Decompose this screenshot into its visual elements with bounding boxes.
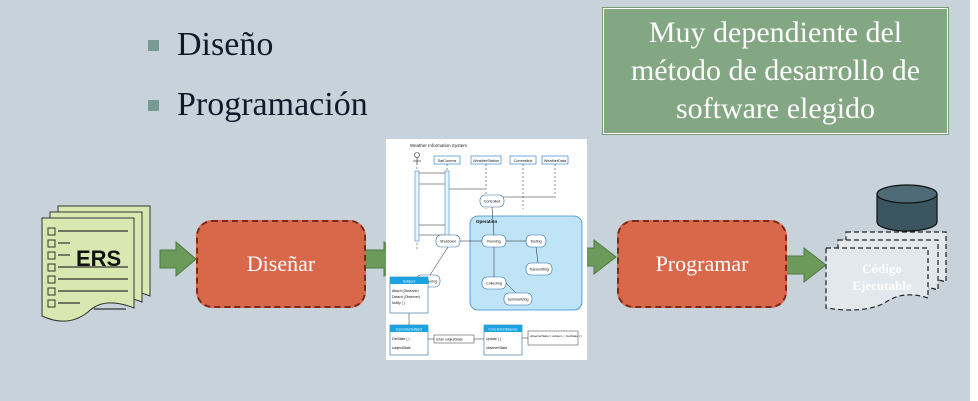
class-operation: Update ( ) [486,337,501,341]
note-text: observerState = subject -> GetState ( ) [530,334,582,338]
state-label: Testing [530,240,541,244]
programming-process-box: Programar [617,220,787,308]
executable-code-label: Código Ejecutable [832,260,932,294]
state-label: Running [487,240,500,244]
lifeline-label: Commslink [514,159,533,163]
state-label: Shutdown [440,240,456,244]
ers-label: ERS [76,246,122,271]
lifeline-label: WeatherStation [473,159,499,163]
design-process-label: Diseñar [246,251,316,276]
class-operation: Detach (Observer) [392,295,420,299]
lifeline-label: SatComms [438,159,457,163]
callout-box: Muy dependiente del método de desarrollo… [603,8,948,134]
bullet-design: Diseño [148,26,273,64]
lifeline-label: WeatherData [544,159,567,163]
class-operation: Attach (Observer) [392,289,419,293]
executable-code-line2: Ejecutable [852,278,912,293]
class-operation: GetState ( ) [392,337,410,341]
uml-diagrams: Weather Information System SatComms Weat… [389,143,583,356]
bullet-text: Diseño [177,26,274,63]
uml-diagram-collage: Weather Information System SatComms Weat… [386,139,587,360]
class-label: ConcreteObserver [488,328,518,332]
actor-label: Weather Information System [410,143,467,148]
bullet-square-icon [148,99,159,111]
class-attribute: observerState [486,346,507,350]
composite-state-label: Operation [476,219,498,224]
arrow-icon [159,240,197,278]
bullet-text: Programación [177,86,368,123]
bullet-programming: Programación [148,86,368,124]
note-text: return subjectState [436,338,463,342]
state-label: Controlled [484,200,500,204]
state-diagram: Operation Shutdown Running Testing Trans… [415,194,583,311]
class-operation: Notify ( ) [392,301,405,305]
ers-document-stack-icon [41,205,151,322]
state-label: Collecting [486,282,502,286]
executable-document-stack-icon [825,231,947,311]
programming-process-label: Programar [655,251,749,276]
callout-text: Muy dependiente del método de desarrollo… [630,16,921,125]
class-label: Subject [403,280,417,284]
class-diagram: Subject Attach (Observer) Detach (Observ… [389,276,582,356]
design-process-box: Diseñar [196,220,366,308]
arrow-icon [784,246,827,284]
state-label: Summarizing [508,298,529,302]
bullet-square-icon [148,39,159,51]
database-icon [876,184,938,232]
class-attribute: subjectState [392,346,411,350]
window-edge [970,0,978,401]
executable-code-line1: Código [862,261,902,276]
class-label: ConcreteSubject [396,328,423,332]
state-label: Transmitting [529,268,549,272]
